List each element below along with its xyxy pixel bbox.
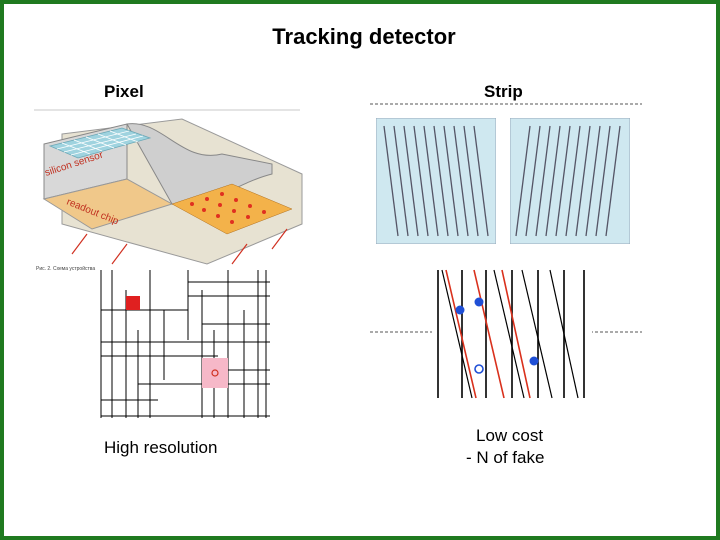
strip-panel-left <box>376 118 496 244</box>
pixel-grid-diagram <box>100 270 270 418</box>
pixel-heading: Pixel <box>104 82 144 101</box>
strip-heading: Strip <box>484 82 523 101</box>
strip-hit-2 <box>474 297 484 307</box>
strip-ghost-hit <box>474 364 484 374</box>
pixel-hit-true <box>126 296 140 310</box>
slide-title: Tracking detector <box>272 24 456 49</box>
strip-caption-line1: Low cost <box>476 426 544 445</box>
hit-marker <box>211 369 219 377</box>
pixel-detector-illustration: silicon sensor readout chip Рис. 2. Схем… <box>34 109 303 272</box>
strip-crossing-diagram <box>432 266 592 402</box>
pixel-hit-ghost <box>202 358 228 388</box>
strip-caption-line2: - N of fake <box>466 448 545 467</box>
strip-hit-3 <box>529 356 539 366</box>
strip-panel-right <box>510 118 630 244</box>
pixel-figure-caption: Рис. 2. Схема устройства <box>36 265 95 272</box>
pixel-caption: High resolution <box>104 438 218 457</box>
strip-hit-1 <box>455 305 465 315</box>
